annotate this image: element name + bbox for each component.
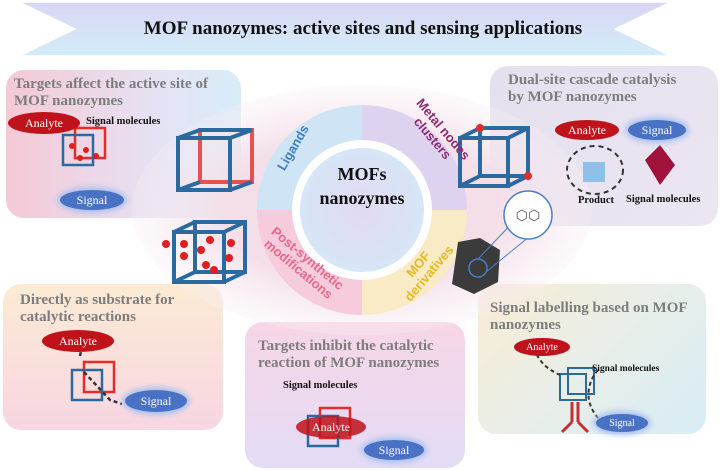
mof-derivative-carbon-cube <box>452 238 500 294</box>
signal-molecules-label: Signal molecules <box>86 116 161 127</box>
mof-cube-ligand <box>176 128 254 192</box>
signal-pill: Signal <box>125 390 187 412</box>
panel-directly-substrate-title: Directly as substrate for catalytic reac… <box>20 292 175 325</box>
analyte-pill: Analyte <box>555 120 619 140</box>
metal-node-highlight <box>524 172 532 180</box>
guest-molecules <box>162 236 235 274</box>
panel-targets-affect-title: Targets affect the active site of MOF na… <box>14 76 208 109</box>
mof-cube-post-synthetic <box>172 220 247 284</box>
signal-molecules-label: Signal molecules <box>592 364 660 374</box>
signal-molecules-label: Signal molecules <box>626 194 701 205</box>
signal-pill: Signal <box>60 190 124 210</box>
signal-pill: Signal <box>596 414 648 432</box>
panel1-cube <box>61 126 107 167</box>
analyte-pill: Analyte <box>514 338 570 356</box>
panel-directly-as-substrate <box>3 284 223 430</box>
panel-targets-inhibit <box>245 322 465 468</box>
panel-signal-labelling <box>478 284 706 434</box>
title-banner <box>22 2 668 56</box>
graphene-inset <box>503 190 553 240</box>
core-circle <box>300 148 424 272</box>
signal-pill: Signal <box>628 120 686 140</box>
svg-text:⬡⬡: ⬡⬡ <box>516 209 540 224</box>
analyte-pill: Analyte <box>42 330 114 352</box>
antibody-icon <box>560 402 590 434</box>
panel-dual-cascade-diagram <box>566 145 675 195</box>
signal-pill: Signal <box>364 440 424 460</box>
metal-node-highlight <box>476 124 484 132</box>
signal-molecules-label: Signal molecules <box>283 380 358 391</box>
panel-dual-site-title: Dual-site cascade catalysis by MOF nanoz… <box>508 72 677 105</box>
page-title: MOF nanozymes: active sites and sensing … <box>143 18 583 39</box>
product-label: Product <box>578 195 614 206</box>
panel-targets-inhibit-title: Targets inhibit the catalytic reaction o… <box>258 338 440 371</box>
analyte-pill: Analyte <box>296 416 366 438</box>
analyte-pill: Analyte <box>8 112 80 134</box>
center-title: MOFs nanozymes <box>319 164 405 208</box>
panel-signal-labelling-title: Signal labelling based on MOF nanozymes <box>490 300 688 333</box>
panel5-cube <box>533 347 601 421</box>
panel3-cube <box>70 345 123 406</box>
